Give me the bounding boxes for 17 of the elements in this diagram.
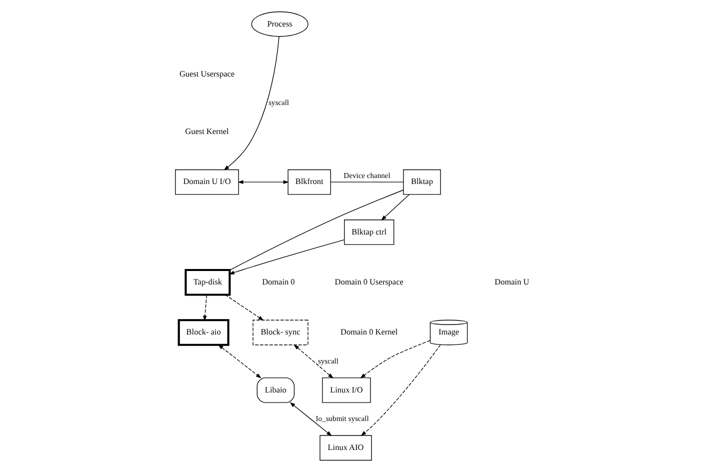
arrow [360,340,430,378]
connector [330,181,404,182]
arrow [290,402,332,436]
arrow [224,36,280,170]
arrow [228,239,344,274]
arrow [360,344,441,436]
edge-label: syscall [318,356,338,365]
connector [229,189,404,270]
arrow [294,344,334,378]
arrow [218,344,262,378]
arrow [224,294,264,320]
arrow [203,294,208,321]
edge-label: Device channel [344,170,390,180]
arrow [381,194,410,220]
arrow [238,180,289,184]
edge-label: syscall [268,98,290,107]
edge-label: Io_submit syscall [316,413,369,422]
